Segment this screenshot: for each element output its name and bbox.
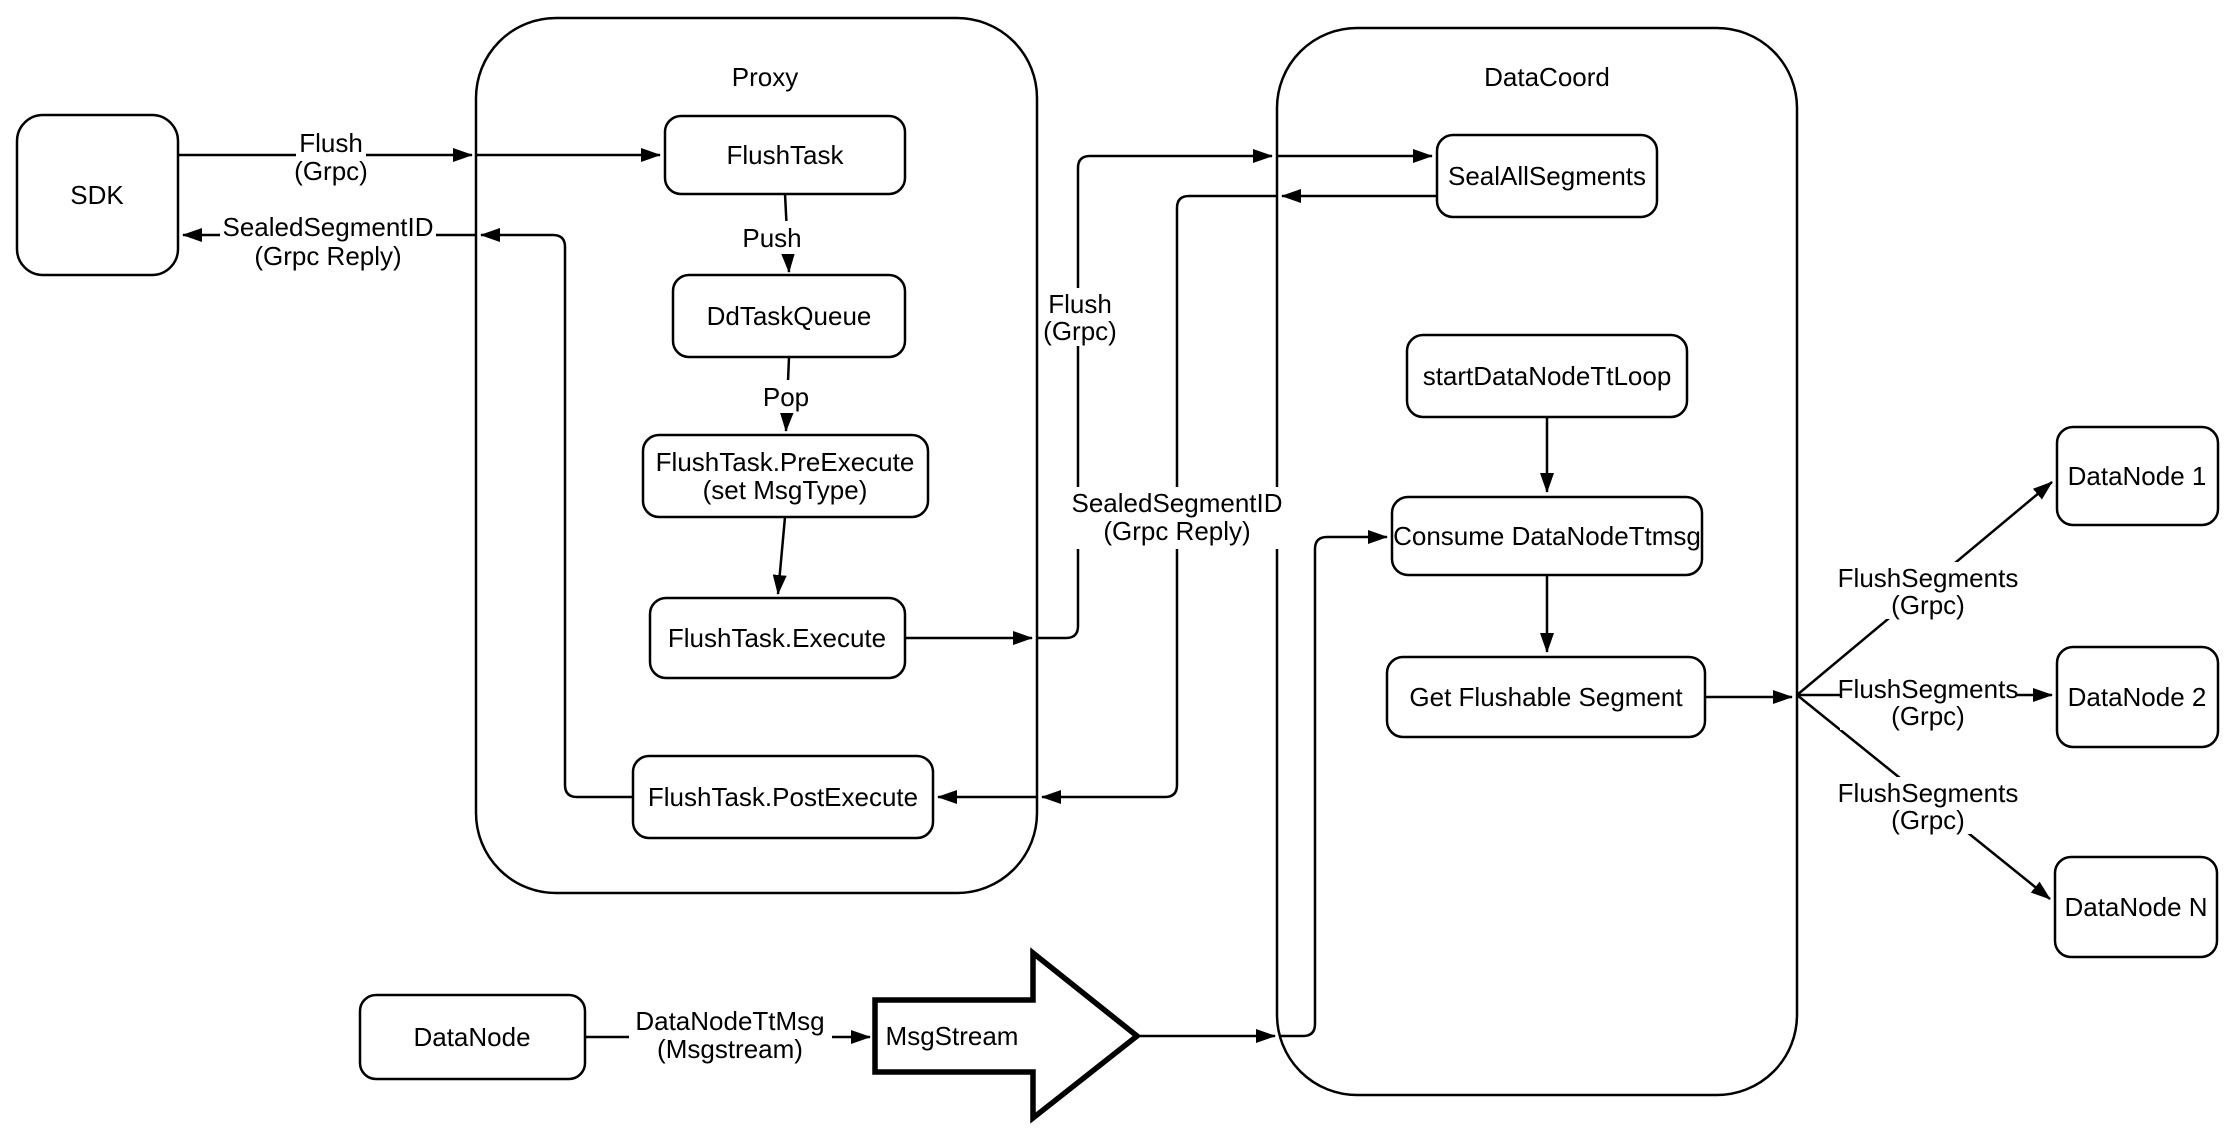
label-bg bbox=[296, 128, 366, 184]
node-datanode-1: DataNode 1 bbox=[2055, 425, 2220, 527]
node-get-flushable-segment: Get Flushable Segment bbox=[1385, 655, 1707, 739]
node-box bbox=[1390, 495, 1704, 577]
label-flushsegments-n: FlushSegments (Grpc) bbox=[1838, 777, 2019, 835]
label-line: FlushSegments bbox=[1838, 778, 2019, 808]
node-flushtask: FlushTask bbox=[663, 114, 907, 196]
node-label: (set MsgType) bbox=[703, 475, 868, 505]
label-bg bbox=[1070, 487, 1285, 549]
node-label: MsgStream bbox=[886, 1021, 1019, 1051]
node-box bbox=[1385, 655, 1707, 739]
node-label: startDataNodeTtLoop bbox=[1423, 361, 1672, 391]
label-line: SealedSegmentID bbox=[222, 212, 433, 242]
label-bg bbox=[742, 221, 802, 254]
datacoord-container bbox=[1275, 26, 1799, 1097]
label-bg bbox=[629, 1005, 832, 1065]
label-line: (Grpc Reply) bbox=[1103, 516, 1250, 546]
node-label: Get Flushable Segment bbox=[1409, 682, 1683, 712]
node-label: SealAllSegments bbox=[1448, 161, 1646, 191]
node-label: FlushTask.Execute bbox=[668, 623, 886, 653]
proxy-container-label: Proxy bbox=[732, 62, 798, 92]
node-box bbox=[631, 754, 935, 840]
datacoord-container-label: DataCoord bbox=[1484, 62, 1610, 92]
label-line: (Grpc) bbox=[1891, 805, 1965, 835]
label-line: (Grpc) bbox=[1043, 316, 1117, 346]
node-box bbox=[2055, 645, 2220, 749]
node-datanode: DataNode bbox=[358, 993, 587, 1081]
label-flushsegments-2: FlushSegments (Grpc) bbox=[1838, 673, 2019, 731]
node-ddtaskqueue: DdTaskQueue bbox=[671, 273, 907, 359]
node-label: FlushTask bbox=[726, 140, 844, 170]
label-line: Flush bbox=[1048, 289, 1112, 319]
label-sealedsegmentid-sdk: SealedSegmentID (Grpc Reply) bbox=[220, 206, 436, 271]
label-line: FlushSegments bbox=[1838, 563, 2019, 593]
label-flushsegments-1: FlushSegments (Grpc) bbox=[1838, 562, 2019, 620]
node-label: DataNode 2 bbox=[2068, 682, 2207, 712]
node-sdk: SDK bbox=[15, 113, 180, 277]
label-line: Pop bbox=[763, 382, 809, 412]
node-flushtask-execute: FlushTask.Execute bbox=[648, 596, 907, 680]
node-box bbox=[671, 273, 907, 359]
node-flushtask-postexecute: FlushTask.PostExecute bbox=[631, 754, 935, 840]
node-box bbox=[648, 596, 907, 680]
label-line: SealedSegmentID bbox=[1071, 488, 1282, 518]
label-line: Push bbox=[742, 223, 801, 253]
label-flush-grpc-sdk: Flush (Grpc) bbox=[294, 128, 368, 186]
node-box bbox=[2053, 855, 2219, 959]
node-msgstream: MsgStream bbox=[872, 947, 1142, 1124]
label-bg bbox=[220, 206, 436, 268]
label-bg bbox=[1840, 562, 2017, 619]
label-pop: Pop bbox=[760, 380, 812, 413]
label-bg bbox=[760, 380, 812, 413]
label-bg bbox=[1840, 777, 2017, 834]
edge-preexecute-to-execute bbox=[772, 516, 787, 595]
label-line: (Msgstream) bbox=[657, 1034, 803, 1064]
node-label: Consume DataNodeTtmsg bbox=[1393, 521, 1701, 551]
node-flushtask-preexecute: FlushTask.PreExecute (set MsgType) bbox=[641, 433, 930, 519]
label-line: (Grpc) bbox=[294, 156, 368, 186]
node-box bbox=[358, 993, 587, 1081]
node-box bbox=[1405, 333, 1689, 419]
label-line: (Grpc Reply) bbox=[254, 241, 401, 271]
node-label: DataNode N bbox=[2064, 892, 2207, 922]
label-line: FlushSegments bbox=[1838, 674, 2019, 704]
node-label: FlushTask.PostExecute bbox=[648, 782, 918, 812]
label-bg bbox=[1840, 673, 2017, 730]
node-box bbox=[663, 114, 907, 196]
node-label: SDK bbox=[70, 180, 124, 210]
node-label: DataNode bbox=[413, 1022, 530, 1052]
node-consume-datanodettmsg: Consume DataNodeTtmsg bbox=[1390, 495, 1704, 577]
node-startdatanodettloop: startDataNodeTtLoop bbox=[1405, 333, 1689, 419]
node-sealallsegments: SealAllSegments bbox=[1435, 133, 1659, 219]
label-line: (Grpc) bbox=[1891, 701, 1965, 731]
node-label: FlushTask.PreExecute bbox=[656, 447, 915, 477]
label-push: Push bbox=[742, 221, 802, 254]
label-sealedsegmentid-datacoord: SealedSegmentID (Grpc Reply) bbox=[1070, 487, 1285, 549]
edge-postexecute-to-proxy-edge bbox=[480, 228, 633, 799]
node-box bbox=[2055, 425, 2220, 527]
node-box bbox=[1435, 133, 1659, 219]
edge-flush-grpc-to-datacoord-edge bbox=[1037, 149, 1273, 640]
node-box bbox=[15, 113, 180, 277]
label-line: (Grpc) bbox=[1891, 590, 1965, 620]
block-arrow-icon bbox=[872, 947, 1142, 1124]
edge-datacoord-edge-to-consume bbox=[1280, 530, 1388, 1038]
node-datanode-2: DataNode 2 bbox=[2055, 645, 2220, 749]
node-label: DataNode 1 bbox=[2068, 461, 2207, 491]
label-bg bbox=[1044, 288, 1116, 346]
label-flush-grpc-datacoord: Flush (Grpc) bbox=[1043, 288, 1117, 346]
proxy-container bbox=[474, 16, 1039, 895]
node-box bbox=[641, 433, 930, 519]
label-line: DataNodeTtMsg bbox=[635, 1006, 824, 1036]
node-label: DdTaskQueue bbox=[707, 301, 872, 331]
label-line: Flush bbox=[299, 128, 363, 158]
label-datanodettmsg: DataNodeTtMsg (Msgstream) bbox=[629, 1005, 832, 1065]
node-datanode-n: DataNode N bbox=[2053, 855, 2219, 959]
